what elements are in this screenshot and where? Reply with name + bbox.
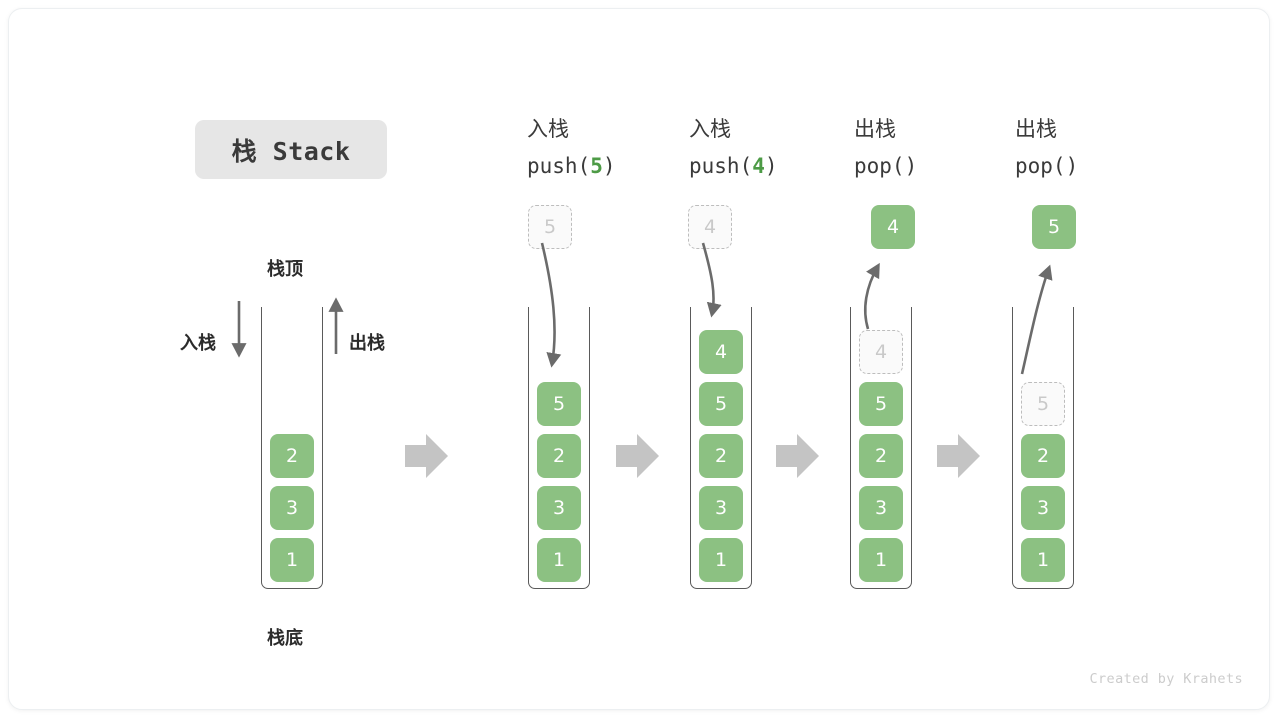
op-title-pop-4: 出栈	[854, 117, 896, 141]
stack-cell: 1	[1021, 538, 1065, 582]
op-title-push-5: 入栈	[527, 117, 569, 141]
op-code-arg: 4	[752, 154, 765, 178]
op-title-push-4: 入栈	[689, 117, 731, 141]
op-code-prefix: push(	[689, 154, 753, 178]
stack-cell: 2	[699, 434, 743, 478]
vacated-slot-4: 4	[859, 330, 903, 374]
stack-container-initial	[261, 307, 323, 589]
op-code-prefix: pop(	[1015, 154, 1066, 178]
op-code-pop-4: pop()	[854, 156, 917, 177]
stack-cell: 1	[270, 538, 314, 582]
push-4-flow-arrow-icon	[701, 242, 722, 318]
op-code-push-5: push(5)	[527, 156, 616, 177]
stack-cell: 1	[699, 538, 743, 582]
stack-bottom-label: 栈底	[267, 628, 303, 649]
stack-cell: 4	[699, 330, 743, 374]
push-side-label: 入栈	[180, 333, 216, 354]
stack-cell: 2	[859, 434, 903, 478]
stack-container-push-4	[690, 307, 752, 589]
stage-flow-arrow-icon	[616, 434, 659, 478]
stack-cell: 3	[537, 486, 581, 530]
op-title-pop-5: 出栈	[1015, 117, 1057, 141]
stack-cell: 3	[1021, 486, 1065, 530]
op-code-push-4: push(4)	[689, 156, 778, 177]
op-code-suffix: )	[602, 154, 616, 178]
stack-cell: 5	[699, 382, 743, 426]
stack-cell: 1	[537, 538, 581, 582]
connector-overlay	[231, 242, 1053, 478]
stack-cell: 2	[270, 434, 314, 478]
op-code-suffix: )	[764, 154, 778, 178]
stack-cell: 1	[859, 538, 903, 582]
op-code-suffix: )	[904, 154, 918, 178]
stage-flow-arrow-icon	[405, 434, 448, 478]
diagram-canvas: 栈 Stack 栈顶 入栈 出栈 2 3 1 栈底 入栈 push(5) 5 5…	[8, 8, 1270, 710]
op-code-suffix: )	[1065, 154, 1079, 178]
diagram-title-chip: 栈 Stack	[195, 120, 387, 179]
page-title: 栈 Stack	[231, 136, 351, 166]
stack-cell: 3	[699, 486, 743, 530]
op-code-arg: 5	[590, 154, 603, 178]
popped-element-5: 5	[1032, 205, 1076, 249]
stack-container-pop-4	[850, 307, 912, 589]
stack-container-push-5	[528, 307, 590, 589]
op-code-pop-5: pop()	[1015, 156, 1078, 177]
stack-cell: 5	[537, 382, 581, 426]
stack-container-pop-5	[1012, 307, 1074, 589]
stack-cell: 3	[859, 486, 903, 530]
stack-cell: 2	[537, 434, 581, 478]
vacated-slot-5: 5	[1021, 382, 1065, 426]
op-code-prefix: pop(	[854, 154, 905, 178]
stack-top-label: 栈顶	[267, 259, 303, 280]
incoming-element-5: 5	[528, 205, 572, 249]
stage-flow-arrow-icon	[776, 434, 819, 478]
stack-cell: 5	[859, 382, 903, 426]
credit-text: Created by Krahets	[1089, 671, 1243, 687]
stack-cell: 3	[270, 486, 314, 530]
stage-flow-arrow-icon	[937, 434, 980, 478]
op-code-prefix: push(	[527, 154, 591, 178]
popped-element-4: 4	[871, 205, 915, 249]
incoming-element-4: 4	[688, 205, 732, 249]
pop-side-label: 出栈	[349, 333, 385, 354]
stack-cell: 2	[1021, 434, 1065, 478]
